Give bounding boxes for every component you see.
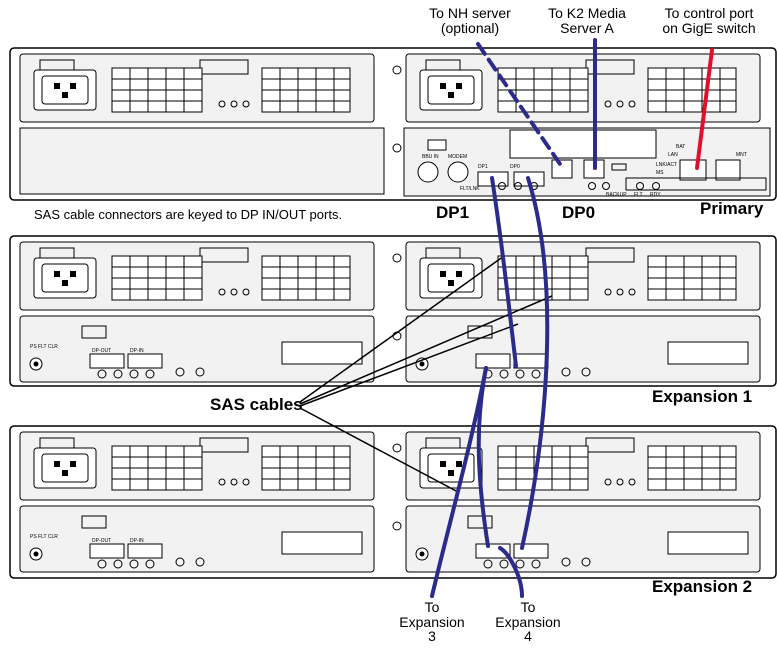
to-expansion3-cable xyxy=(430,366,488,598)
exp1-ps-flt-clr: PS FLT CLR xyxy=(30,344,58,350)
to-expansion4-cable xyxy=(498,546,524,598)
nh-server-label: To NH server (optional) xyxy=(412,5,528,36)
to-expansion3-label: To Expansion 3 xyxy=(392,600,472,644)
dp0-sas-cable xyxy=(520,176,550,550)
expansion1-enclosure: PS FLT CLR DP-OUT DP-IN xyxy=(9,235,777,387)
exp1-dp-in: DP-IN xyxy=(130,348,144,354)
nh-server-text: To NH server (optional) xyxy=(429,5,511,36)
sas-note: SAS cable connectors are keyed to DP IN/… xyxy=(34,207,343,222)
panel-lan: LAN xyxy=(668,152,678,158)
panel-bat: BAT xyxy=(676,144,685,150)
nh-server-cable xyxy=(476,42,562,166)
panel-flt-lnk: FLT/LNK xyxy=(460,186,480,192)
dp1-sas-cable xyxy=(490,176,518,368)
primary-label: Primary xyxy=(700,199,764,218)
panel-ms: MS xyxy=(656,170,664,176)
expansion2-label: Expansion 2 xyxy=(652,577,753,596)
exp2-dp-in: DP-IN xyxy=(130,538,144,544)
control-port-cable xyxy=(695,48,714,170)
expansion1-label: Expansion 1 xyxy=(652,387,753,406)
expansion2-enclosure: PS FLT CLR DP-OUT DP-IN xyxy=(9,425,777,579)
panel-modem: MODEM xyxy=(448,154,467,160)
panel-backup: BACKUP xyxy=(606,192,627,198)
panel-mnt: MNT xyxy=(736,152,747,158)
panel-dp0: DP0 xyxy=(510,164,520,170)
panel-flt: FLT xyxy=(634,192,643,198)
sas-cables-label: SAS cables xyxy=(210,395,303,414)
control-port-text: To control port on GigE switch xyxy=(662,5,756,36)
panel-dp1: DP1 xyxy=(478,164,488,170)
primary-psu-left xyxy=(19,53,375,123)
exp2-dp-out: DP-OUT xyxy=(92,538,111,544)
to-expansion4-label: To Expansion 4 xyxy=(488,600,568,644)
dp1-label: DP1 xyxy=(436,203,470,222)
exp2-ps-flt-clr: PS FLT CLR xyxy=(30,534,58,540)
dp0-label: DP0 xyxy=(562,203,596,222)
serial-port-icon xyxy=(417,139,469,183)
k2-media-text: To K2 Media Server A xyxy=(548,5,626,36)
exp1-dp-out: DP-OUT xyxy=(92,348,111,354)
panel-rdy: RDY xyxy=(650,192,661,198)
to-expansion3-text: To Expansion 3 xyxy=(399,599,465,645)
to-expansion4-text: To Expansion 4 xyxy=(495,599,561,645)
cables xyxy=(430,38,714,598)
k2-media-label: To K2 Media Server A xyxy=(528,5,646,36)
control-port-label: To control port on GigE switch xyxy=(648,5,770,36)
panel-bbu-in: BBU IN xyxy=(422,154,439,160)
panel-lnk-act: LNK/ACT xyxy=(656,162,677,168)
primary-enclosure: BBU IN MODEM DP1 DP0 FLT/LNK BAT LAN LNK… xyxy=(9,47,777,201)
